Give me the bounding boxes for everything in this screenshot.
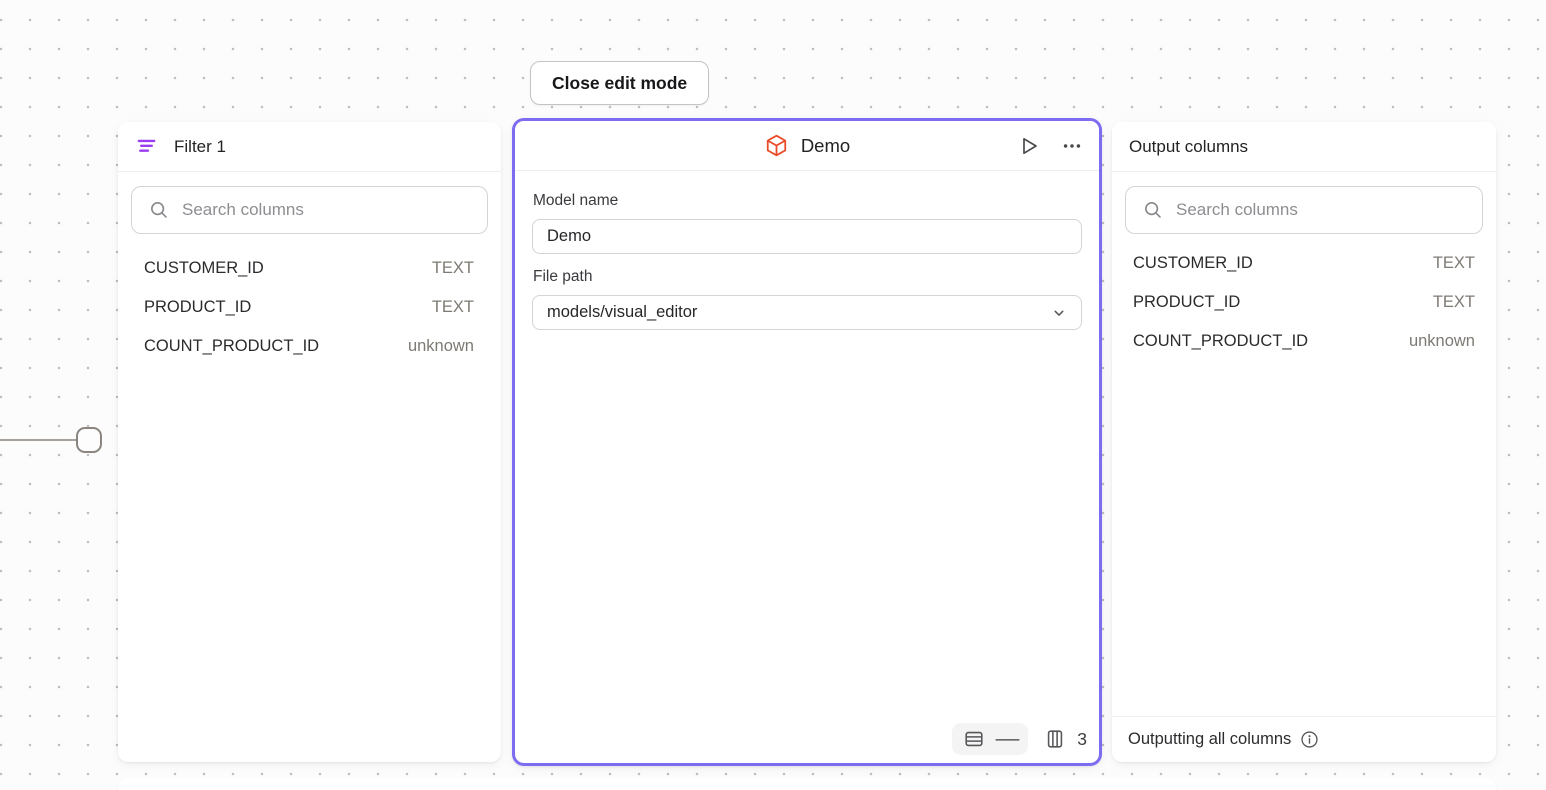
output-search-box <box>1125 186 1483 234</box>
column-row[interactable]: CUSTOMER_ID TEXT <box>118 249 501 288</box>
model-stats-footer: — 3 <box>952 723 1087 755</box>
model-name-input[interactable] <box>532 219 1082 254</box>
column-name: COUNT_PRODUCT_ID <box>1133 332 1309 350</box>
model-cube-icon <box>764 133 789 158</box>
chevron-down-icon <box>1049 303 1069 323</box>
model-panel-header: Demo <box>515 121 1099 171</box>
output-footer-text: Outputting all columns <box>1128 730 1292 748</box>
column-type: TEXT <box>431 298 474 316</box>
edge-connector-handle[interactable] <box>76 427 102 453</box>
output-search-input[interactable] <box>1176 200 1466 220</box>
ellipsis-icon <box>1061 135 1083 157</box>
filter-panel-title: Filter 1 <box>174 136 226 156</box>
column-name: CUSTOMER_ID <box>144 259 264 277</box>
run-model-button[interactable] <box>1015 132 1043 160</box>
column-count-value: 3 <box>1077 728 1087 749</box>
rows-icon <box>963 728 985 750</box>
play-icon <box>1017 134 1041 158</box>
column-row[interactable]: COUNT_PRODUCT_ID unknown <box>118 327 501 366</box>
filter-column-list: CUSTOMER_ID TEXT PRODUCT_ID TEXT COUNT_P… <box>118 242 501 366</box>
output-columns-panel[interactable]: Output columns CUSTOMER_ID TEXT PRODUCT_… <box>1112 122 1496 762</box>
model-node-panel[interactable]: Demo Model name File path <box>512 118 1102 766</box>
column-row[interactable]: CUSTOMER_ID TEXT <box>1112 244 1496 283</box>
filter-panel-header: Filter 1 <box>118 122 501 172</box>
edge-connector-line <box>0 439 77 441</box>
column-name: CUSTOMER_ID <box>1133 254 1253 272</box>
column-row[interactable]: PRODUCT_ID TEXT <box>1112 283 1496 322</box>
column-name: COUNT_PRODUCT_ID <box>144 337 320 355</box>
bottom-partial-panel[interactable] <box>118 778 1496 790</box>
filter-search-box <box>131 186 488 234</box>
file-path-label: File path <box>533 268 593 285</box>
row-count-stat[interactable]: — <box>952 723 1029 755</box>
output-panel-footer: Outputting all columns <box>1112 716 1496 762</box>
column-count-stat[interactable]: 3 <box>1044 728 1087 750</box>
column-type: TEXT <box>431 259 474 277</box>
close-edit-mode-button[interactable]: Close edit mode <box>530 61 710 105</box>
column-row[interactable]: COUNT_PRODUCT_ID unknown <box>1112 322 1496 361</box>
column-type: unknown <box>407 337 474 355</box>
output-panel-title: Output columns <box>1129 136 1249 156</box>
row-count-value: — <box>995 728 1020 750</box>
column-row[interactable]: PRODUCT_ID TEXT <box>118 288 501 327</box>
filter-node-panel[interactable]: Filter 1 CUSTOMER_ID TEXT PRODUCT_ID TEX… <box>118 122 501 762</box>
file-path-select[interactable]: models/visual_editor <box>532 295 1082 330</box>
column-name: PRODUCT_ID <box>144 298 252 316</box>
file-path-value: models/visual_editor <box>547 303 698 321</box>
search-icon <box>148 199 170 221</box>
columns-icon <box>1044 728 1066 750</box>
search-icon <box>1142 199 1164 221</box>
model-name-label: Model name <box>533 192 619 209</box>
column-type: unknown <box>1408 332 1475 350</box>
filter-search-input[interactable] <box>182 200 471 220</box>
column-name: PRODUCT_ID <box>1133 293 1241 311</box>
column-type: TEXT <box>1432 293 1475 311</box>
info-icon[interactable] <box>1299 729 1320 750</box>
column-type: TEXT <box>1432 254 1475 272</box>
model-panel-title: Demo <box>800 134 851 156</box>
output-column-list: CUSTOMER_ID TEXT PRODUCT_ID TEXT COUNT_P… <box>1112 242 1496 361</box>
filter-icon <box>135 135 158 158</box>
more-options-button[interactable] <box>1059 133 1085 159</box>
output-panel-header: Output columns <box>1112 122 1496 172</box>
